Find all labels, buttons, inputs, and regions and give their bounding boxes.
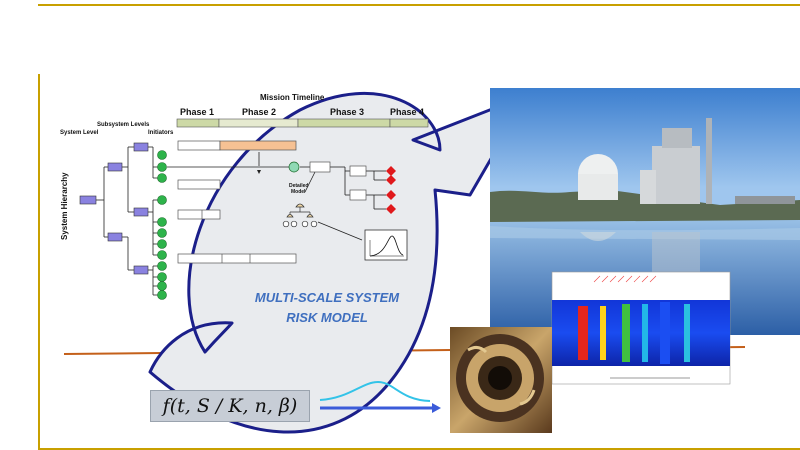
detail-node-circle [288,161,300,173]
pdf-curve [319,380,431,402]
end-state-diamonds [386,166,396,214]
initiator-circles [157,150,167,300]
system-hierarchy-axis-label: System Hierarchy [60,172,69,240]
component-box [133,142,149,152]
timeline-bar [176,118,429,128]
hierarchy-boxes [79,142,149,275]
timeline-title: Mission Timeline [260,93,325,102]
component-box [133,207,149,217]
multi-scale-risk-model-caption: MULTI-SCALE SYSTEM RISK MODEL [232,288,422,328]
subsystem-box [107,232,123,242]
pdf-curve-icon [364,229,408,261]
initiator-circle [157,290,167,300]
initiator-circle [157,162,167,172]
phase-2-label: Phase 2 [242,107,276,117]
phase-row-boxes [177,140,297,264]
initiator-circle [157,261,167,271]
end-state-diamond [386,175,396,185]
initiator-circle [157,228,167,238]
phase-1-label: Phase 1 [180,107,214,117]
corroded-pipe-photo [450,327,552,433]
event-sequence [167,152,386,241]
initiator-circle [157,217,167,227]
initiators-label: Initiators [148,130,174,136]
end-state-diamond [386,166,396,176]
system-box [79,195,97,205]
pdf-arrow-head [432,403,441,413]
component-box [133,265,149,275]
hierarchy-tree-lines [96,146,158,296]
phase-labels: Phase 1 Phase 2 Phase 3 Phase 4 [180,107,424,117]
subsystem-levels-label: Subsystem Levels [97,122,150,128]
left-gold-rule [38,74,40,450]
end-state-diamond [386,190,396,200]
arrow-head [257,170,261,174]
initiator-circle [157,150,167,160]
initiator-circle [157,281,167,291]
phase-4-label: Phase 4 [390,107,424,117]
big-curved-arrow [148,92,530,434]
initiator-circle [157,173,167,183]
initiator-circle [157,272,167,282]
end-state-diamond [386,204,396,214]
initiator-circle [157,239,167,249]
initiator-circle [157,195,167,205]
bottom-gold-rule [38,448,800,450]
formula-text: f(t, S / K, n, β) [162,395,298,417]
subsystem-box [107,162,123,172]
system-level-label: System Level [60,130,99,136]
caption-line-1: MULTI-SCALE SYSTEM [254,290,400,305]
initiator-circle [157,250,167,260]
fault-tree-icon [282,203,318,228]
phase-3-label: Phase 3 [330,107,364,117]
event-tree-boxes [309,161,367,201]
stress-analysis-image [551,271,731,385]
formula-box: f(t, S / K, n, β) [150,390,310,422]
caption-line-2: RISK MODEL [286,310,368,325]
top-gold-rule [38,4,800,6]
